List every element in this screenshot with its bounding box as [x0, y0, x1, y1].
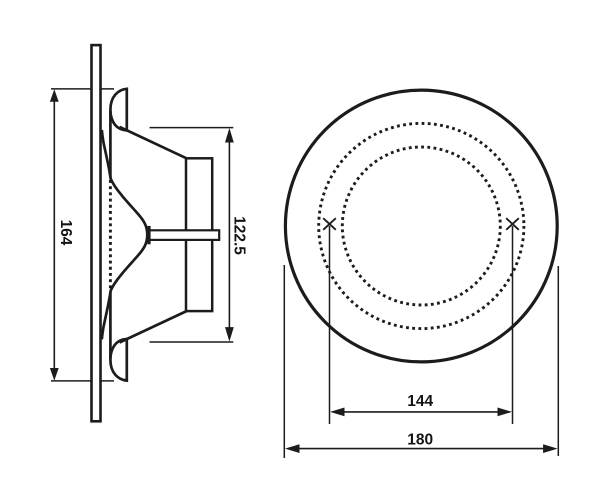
svg-text:122.5: 122.5	[230, 216, 247, 255]
svg-text:144: 144	[407, 393, 433, 410]
svg-text:164: 164	[57, 220, 74, 246]
svg-text:180: 180	[407, 431, 433, 448]
